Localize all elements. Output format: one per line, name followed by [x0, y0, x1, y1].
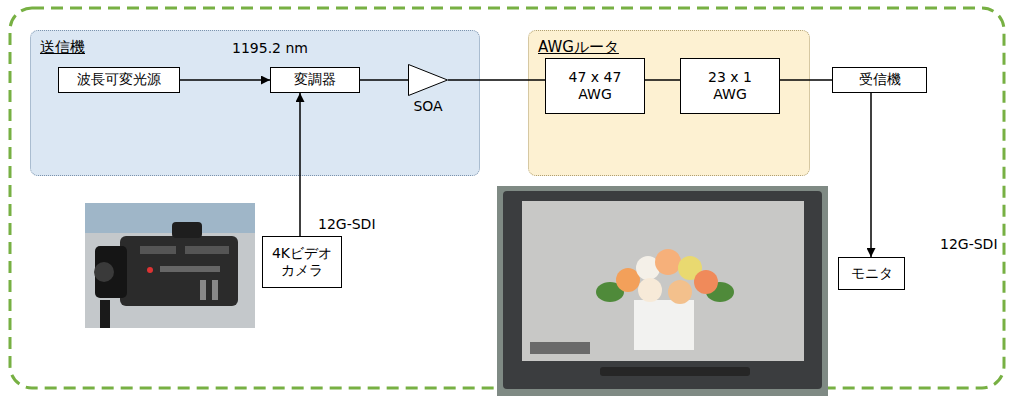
process-box: 4Kビデオ カメラ	[262, 236, 342, 288]
flower	[616, 268, 640, 292]
connector	[780, 79, 832, 81]
amplifier-triangle	[409, 65, 448, 96]
photo-background	[85, 203, 255, 233]
camera-slider	[200, 280, 206, 300]
lens-ring	[94, 262, 114, 282]
connector	[870, 93, 872, 257]
process-box: モニタ	[838, 257, 905, 290]
monitor-frame	[503, 191, 822, 389]
connector	[645, 79, 680, 81]
process-box: 変調器	[270, 67, 360, 93]
node-label: 波長可変光源	[77, 71, 161, 89]
camera-panel	[185, 246, 229, 254]
node-label: 4Kビデオ カメラ	[267, 245, 337, 280]
amplifier-triangle: SOA	[408, 64, 448, 116]
signal-label: 1195.2 nm	[232, 40, 308, 56]
node-label: SOA	[413, 98, 442, 114]
node-label: 受信機	[859, 71, 901, 89]
monitor-screen	[522, 201, 804, 361]
camera-lamp	[147, 267, 153, 273]
flower	[638, 278, 662, 302]
region-heading: 送信機	[40, 38, 85, 57]
process-box: 受信機	[832, 67, 927, 93]
camera-body	[120, 236, 238, 306]
flower	[694, 270, 718, 294]
photo-ground	[497, 186, 828, 396]
process-box: 47 x 47 AWG	[545, 58, 645, 114]
router-region: AWGルータ 47 x 47 AWG 23 x 1 AWG	[528, 30, 810, 176]
node-label: 47 x 47 AWG	[562, 69, 628, 104]
connector	[448, 79, 545, 81]
flower	[655, 249, 681, 275]
camera-buttons	[160, 266, 220, 272]
region-heading: AWGルータ	[538, 38, 619, 57]
connector	[299, 93, 301, 236]
node-label: モニタ	[851, 265, 893, 283]
connector	[360, 79, 408, 81]
signal-label: 12G-SDI	[940, 236, 998, 252]
amplifier-symbol	[408, 64, 448, 96]
outer-frame	[10, 8, 1004, 388]
monitor-buttons	[600, 367, 750, 376]
process-box: 23 x 1 AWG	[680, 58, 780, 114]
signal-label: 12G-SDI	[318, 216, 376, 232]
flower	[668, 280, 692, 304]
process-box: 波長可変光源	[58, 67, 180, 93]
camera-photo	[85, 203, 255, 328]
monitor-photo	[497, 186, 828, 396]
camera-handle	[172, 222, 202, 238]
camera-stand	[100, 300, 110, 328]
node-label: 変調器	[294, 71, 336, 89]
connector	[180, 79, 270, 81]
photo-ground	[85, 203, 255, 328]
screen-overlay	[530, 342, 590, 354]
vase	[634, 300, 694, 350]
camera-panel	[140, 246, 176, 254]
camera-lens	[95, 246, 127, 298]
camera-slider	[212, 280, 218, 300]
node-label: 23 x 1 AWG	[697, 69, 763, 104]
